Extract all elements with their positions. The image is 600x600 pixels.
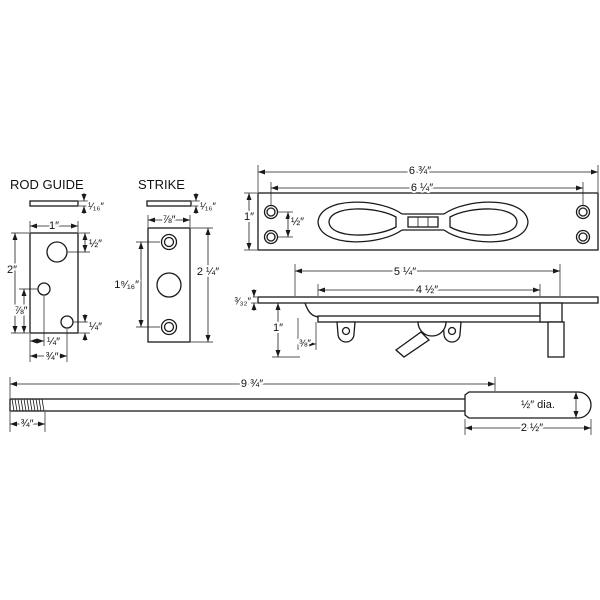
strike-title: STRIKE <box>138 177 185 192</box>
bolt-head <box>547 321 565 358</box>
mounting-tab-hole <box>447 326 457 336</box>
rod-guide-screw-hole <box>60 315 74 329</box>
rod-end-length-label: 2 ½″ <box>521 422 543 434</box>
rod-guide-hole-to-bottom-label: ⅞″ <box>14 305 27 317</box>
thread-line <box>41 398 45 412</box>
strike-screw-hole <box>160 318 178 336</box>
mounting-tab-hole <box>341 326 351 336</box>
rod-guide-width-label: 1″ <box>49 220 59 232</box>
bolt-housing <box>539 302 563 323</box>
strike-screw-hole-countersink <box>163 321 175 333</box>
flush-bolt-width-label: 1″ <box>244 211 254 223</box>
screw-hole-countersink <box>578 207 588 217</box>
flush-bolt-hole-vertical-label: ½″ <box>291 216 304 228</box>
thread-line <box>20 398 24 412</box>
thread-line <box>17 398 21 412</box>
body-left-end <box>304 302 321 318</box>
strike-width-label: ⅞″ <box>162 214 175 226</box>
flush-bolt-length-b-label: 4 ½″ <box>416 284 438 296</box>
strike-screw-hole-countersink <box>163 236 175 248</box>
thread-line <box>11 398 15 412</box>
rod-threads <box>11 398 45 412</box>
rod-shaft <box>9 398 476 412</box>
thread-line <box>32 398 36 412</box>
rod: 9 ¾″ ¾″ ½″ dia. 2 ½″ <box>9 376 592 436</box>
thread-line <box>23 398 27 412</box>
flush-bolt-overall-length-label: 6 ¾″ <box>409 165 431 177</box>
screw-hole-countersink <box>266 232 276 242</box>
lever-cam <box>417 321 447 337</box>
lever-recess-right-outer <box>443 201 529 243</box>
thread-line <box>14 398 18 412</box>
lever-arm <box>394 331 431 358</box>
lever-recess-right-inner <box>449 208 518 236</box>
flush-bolt-length-a-label: 5 ¼″ <box>394 266 416 278</box>
rod-guide-thickness-label: ¹⁄₁₆″ <box>88 202 104 213</box>
strike-side-view <box>146 200 192 207</box>
thread-line <box>29 398 33 412</box>
side-face-plate <box>257 296 599 304</box>
flush-bolt-depth-label: 1″ <box>273 322 283 334</box>
rod-guide-top-to-hole-label: ½″ <box>89 238 102 250</box>
screw-hole-countersink <box>266 207 276 217</box>
strike-hole-spacing-label: 1⁹⁄₁₆″ <box>114 279 139 291</box>
rod-diameter-label: ½″ dia. <box>521 399 555 411</box>
rod-guide-screw-hole <box>37 282 51 296</box>
rod-guide-title: ROD GUIDE <box>10 177 84 192</box>
lever-recess-left-outer <box>317 201 403 243</box>
rod-guide-height-label: 2″ <box>7 264 17 276</box>
rod-guide-lower-hole-to-bottom-label: ¼″ <box>89 321 102 333</box>
rod-guide-large-hole <box>46 241 68 263</box>
strike-screw-hole <box>160 233 178 251</box>
lever-slide <box>407 216 439 228</box>
lever-recess-left-inner <box>328 208 397 236</box>
screw-hole-countersink <box>578 232 588 242</box>
flush-bolt-top-view: 6 ¾″ 6 ¼″ 1″ ½″ <box>242 163 599 251</box>
bolt-channel <box>317 315 547 323</box>
strike: STRIKE ¹⁄₁₆″ ⅞″ 1⁹⁄₁₆″ 2 ¼″ <box>112 177 221 343</box>
rod-guide-left-to-hole-label: ¼″ <box>47 336 60 348</box>
rod-thread-length-label: ¾″ <box>20 418 33 430</box>
strike-height-label: 2 ¼″ <box>197 266 219 278</box>
flush-bolt-hole-centers-label: 6 ¼″ <box>411 182 433 194</box>
rod-guide-side-view <box>29 200 79 207</box>
thread-line <box>35 398 39 412</box>
rod-guide-left-to-lower-hole-label: ¾″ <box>45 351 58 363</box>
flush-bolt-offset-label: ⅜″ <box>299 339 311 350</box>
flush-bolt-plate-thickness-label: ³⁄₃₂″ <box>235 297 252 308</box>
thread-line <box>26 398 30 412</box>
strike-thickness-label: ¹⁄₁₆″ <box>200 202 216 213</box>
strike-bolt-hole <box>156 272 182 298</box>
thread-line <box>38 398 42 412</box>
flush-bolt-side-view: 5 ¼″ 4 ½″ ³⁄₃₂″ 1″ ⅜″ <box>233 264 599 358</box>
rod-guide: ROD GUIDE ¹⁄₁₆″ 1″ 2″ ½″ ⅞″ <box>5 177 106 365</box>
rod-length-label: 9 ¾″ <box>241 378 263 390</box>
